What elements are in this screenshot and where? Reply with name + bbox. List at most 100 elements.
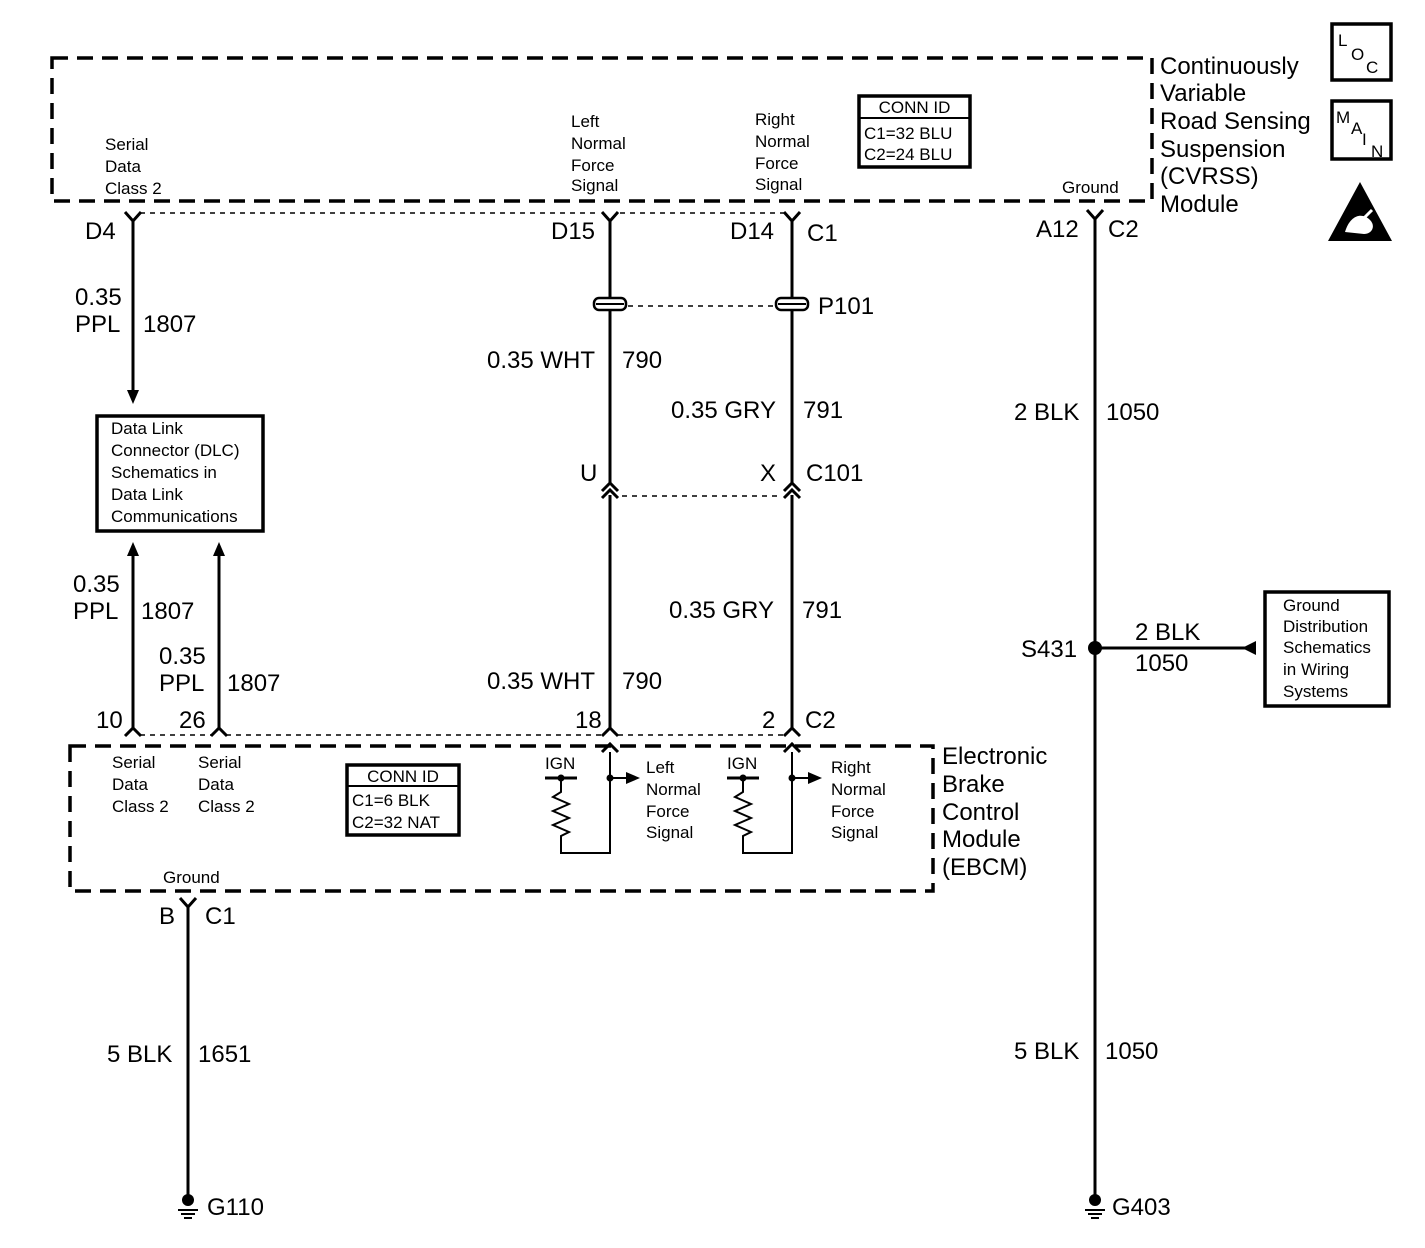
p101-connector: P101 [592,293,874,320]
svg-text:5 BLK: 5 BLK [107,1041,172,1068]
svg-text:P101: P101 [818,293,874,320]
svg-text:Data: Data [105,157,141,176]
svg-text:Normal: Normal [571,134,626,153]
svg-text:Class 2: Class 2 [105,179,162,198]
loc-icon: L O C [1330,22,1393,82]
svg-text:U: U [580,460,597,487]
pin-26-symbol [209,725,229,738]
svg-text:Control: Control [942,799,1019,826]
svg-text:Communications: Communications [111,507,238,526]
svg-text:Force: Force [831,802,874,821]
svg-text:Force: Force [646,802,689,821]
svg-text:Schematics in: Schematics in [111,463,217,482]
ebcm-module-title: Electronic Brake Control Module (EBCM) [942,743,1047,881]
svg-text:Signal: Signal [571,176,618,195]
svg-text:1050: 1050 [1106,399,1159,426]
esd-warning-icon [1328,182,1392,241]
svg-text:CONN ID: CONN ID [367,767,439,786]
svg-text:Data: Data [198,775,234,794]
svg-text:791: 791 [803,397,843,424]
ebcm-pin-serial-data-1: Serial Data Class 2 [112,753,169,816]
svg-text:Continuously: Continuously [1160,53,1299,80]
ebcm-pin-serial-data-2: Serial Data Class 2 [198,753,255,816]
svg-text:1807: 1807 [143,311,196,338]
svg-text:M: M [1336,108,1350,127]
svg-text:Distribution: Distribution [1283,617,1368,636]
svg-text:C: C [1366,58,1378,77]
svg-text:in Wiring: in Wiring [1283,660,1349,679]
c101-connector: U X C101 [580,460,863,500]
left-normal-force-wire: 0.35 WHT 790 0.35 WHT 790 [487,221,662,728]
cvrss-ground-wire: 2 BLK 1050 5 BLK 1050 [1014,219,1159,1195]
svg-text:Schematics: Schematics [1283,638,1371,657]
svg-text:PPL: PPL [73,598,118,625]
svg-text:Right: Right [831,758,871,777]
ebcm-module: Electronic Brake Control Module (EBCM) 1… [68,707,1047,930]
svg-text:0.35: 0.35 [159,643,206,670]
cvrss-pin-right-normal-force: Right Normal Force Signal [755,110,810,194]
svg-text:Serial: Serial [112,753,155,772]
cvrss-module-outline [50,56,1154,203]
ground-g403-icon: G403 [1085,1194,1171,1221]
svg-text:1807: 1807 [141,598,194,625]
svg-text:PPL: PPL [75,311,120,338]
svg-text:1050: 1050 [1105,1038,1158,1065]
svg-text:C1=32 BLU: C1=32 BLU [864,124,952,143]
pin-10-symbol [123,725,143,738]
svg-text:(CVRSS): (CVRSS) [1160,163,1259,190]
svg-text:Signal: Signal [755,175,802,194]
svg-text:2 BLK: 2 BLK [1014,399,1079,426]
ebcm-pin-ground: Ground [163,868,220,887]
pin-d15-symbol [600,211,620,224]
ebcm-terminal-2: 2 [762,707,775,734]
svg-text:C2=32 NAT: C2=32 NAT [352,813,440,832]
svg-text:Brake: Brake [942,771,1005,798]
svg-text:Variable: Variable [1160,80,1246,107]
serial-data-wire-top: 0.35 PPL 1807 [75,221,196,404]
svg-text:1651: 1651 [198,1041,251,1068]
svg-text:1050: 1050 [1135,650,1188,677]
ground-g110-icon: G110 [178,1194,264,1221]
svg-text:Connector (DLC): Connector (DLC) [111,441,240,460]
svg-text:Left: Left [646,758,675,777]
svg-text:Normal: Normal [831,780,886,799]
svg-text:C101: C101 [806,460,863,487]
cvrss-pin-ground: Ground [1062,178,1119,197]
pin-2-symbol [782,725,802,738]
svg-text:Module: Module [1160,191,1239,218]
svg-text:790: 790 [622,347,662,374]
svg-text:A: A [1351,119,1363,138]
right-normal-force-wire: 0.35 GRY 791 [671,221,843,728]
svg-text:C2=24 BLU: C2=24 BLU [864,145,952,164]
svg-text:Force: Force [571,156,614,175]
right-wire-lower-circuit: 791 [802,597,842,624]
pin-d14-symbol [782,211,802,224]
right-wire-lower-label: 0.35 GRY [669,597,774,624]
ebcm-left-force-circuit: IGN Left Normal Force Signal [545,752,701,854]
ebcm-terminal-10: 10 [96,707,123,734]
svg-text:Serial: Serial [198,753,241,772]
svg-text:G403: G403 [1112,1194,1171,1221]
svg-text:0.35 GRY: 0.35 GRY [671,397,776,424]
svg-text:0.35 WHT: 0.35 WHT [487,668,595,695]
cvrss-module: Continuously Variable Road Sensing Suspe… [50,53,1311,247]
svg-text:Data Link: Data Link [111,419,183,438]
ebcm-ground-wire: 5 BLK 1651 [107,907,251,1195]
svg-text:Suspension: Suspension [1160,136,1285,163]
cvrss-terminal-d15: D15 [551,218,595,245]
svg-text:Road Sensing: Road Sensing [1160,108,1311,135]
ebcm-right-force-circuit: IGN Right Normal Force Signal [727,752,886,854]
cvrss-terminal-a12: A12 [1036,216,1079,243]
cvrss-terminal-d4: D4 [85,218,116,245]
svg-text:PPL: PPL [159,670,204,697]
ign-label-right: IGN [727,754,757,773]
ebcm-terminal-b: B [159,903,175,930]
cvrss-connector-c1: C1 [807,220,838,247]
svg-text:I: I [1362,130,1367,149]
svg-text:Electronic: Electronic [942,743,1047,770]
pin-d4-symbol [123,211,143,224]
main-icon: M A I N [1330,99,1393,161]
cvrss-pin-left-normal-force: Left Normal Force Signal [571,112,626,195]
ebcm-terminal-18: 18 [575,707,602,734]
svg-text:Systems: Systems [1283,682,1348,701]
